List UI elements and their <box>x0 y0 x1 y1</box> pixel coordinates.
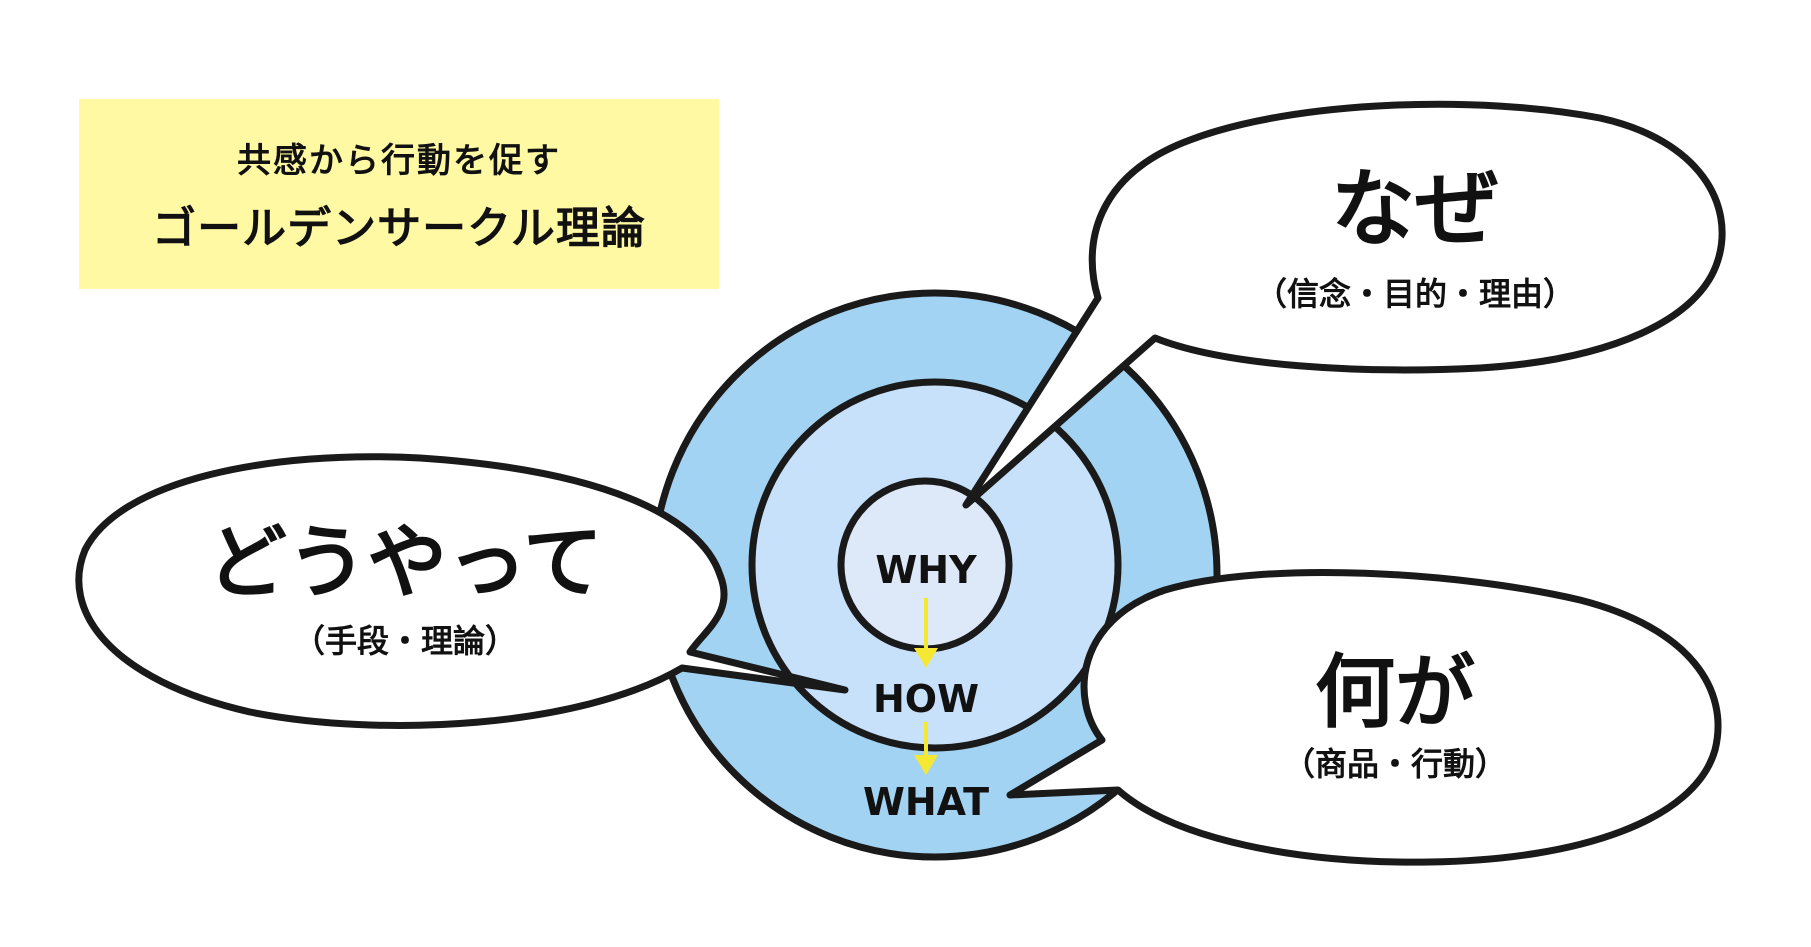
bubble-what: 何が （商品・行動） <box>1006 569 1722 866</box>
bubble-how-heading: どうやって <box>207 516 603 609</box>
bubble-what-heading: 何が <box>1315 646 1475 739</box>
arrow-how-to-what <box>914 722 938 775</box>
bubble-why: なぜ （信念・目的・理由） <box>962 100 1726 509</box>
bubble-what-shape <box>1006 569 1722 866</box>
arrow-why-to-how <box>914 598 938 668</box>
title-box: 共感から行動を促す ゴールデンサークル理論 <box>79 99 719 289</box>
bubble-how-detail: （手段・理論） <box>293 622 517 660</box>
bubble-how-shape <box>75 453 849 729</box>
label-what: WHAT <box>863 780 989 824</box>
bubble-why-detail: （信念・目的・理由） <box>1255 275 1575 313</box>
bubble-why-shape <box>962 100 1726 509</box>
title-main: ゴールデンサークル理論 <box>152 202 646 254</box>
bubble-why-heading: なぜ <box>1331 160 1499 258</box>
title-subtitle: 共感から行動を促す <box>237 140 561 181</box>
label-why: WHY <box>875 548 977 592</box>
bubble-how: どうやって （手段・理論） <box>75 453 849 729</box>
label-how: HOW <box>873 677 979 721</box>
bubble-what-detail: （商品・行動） <box>1283 745 1507 783</box>
